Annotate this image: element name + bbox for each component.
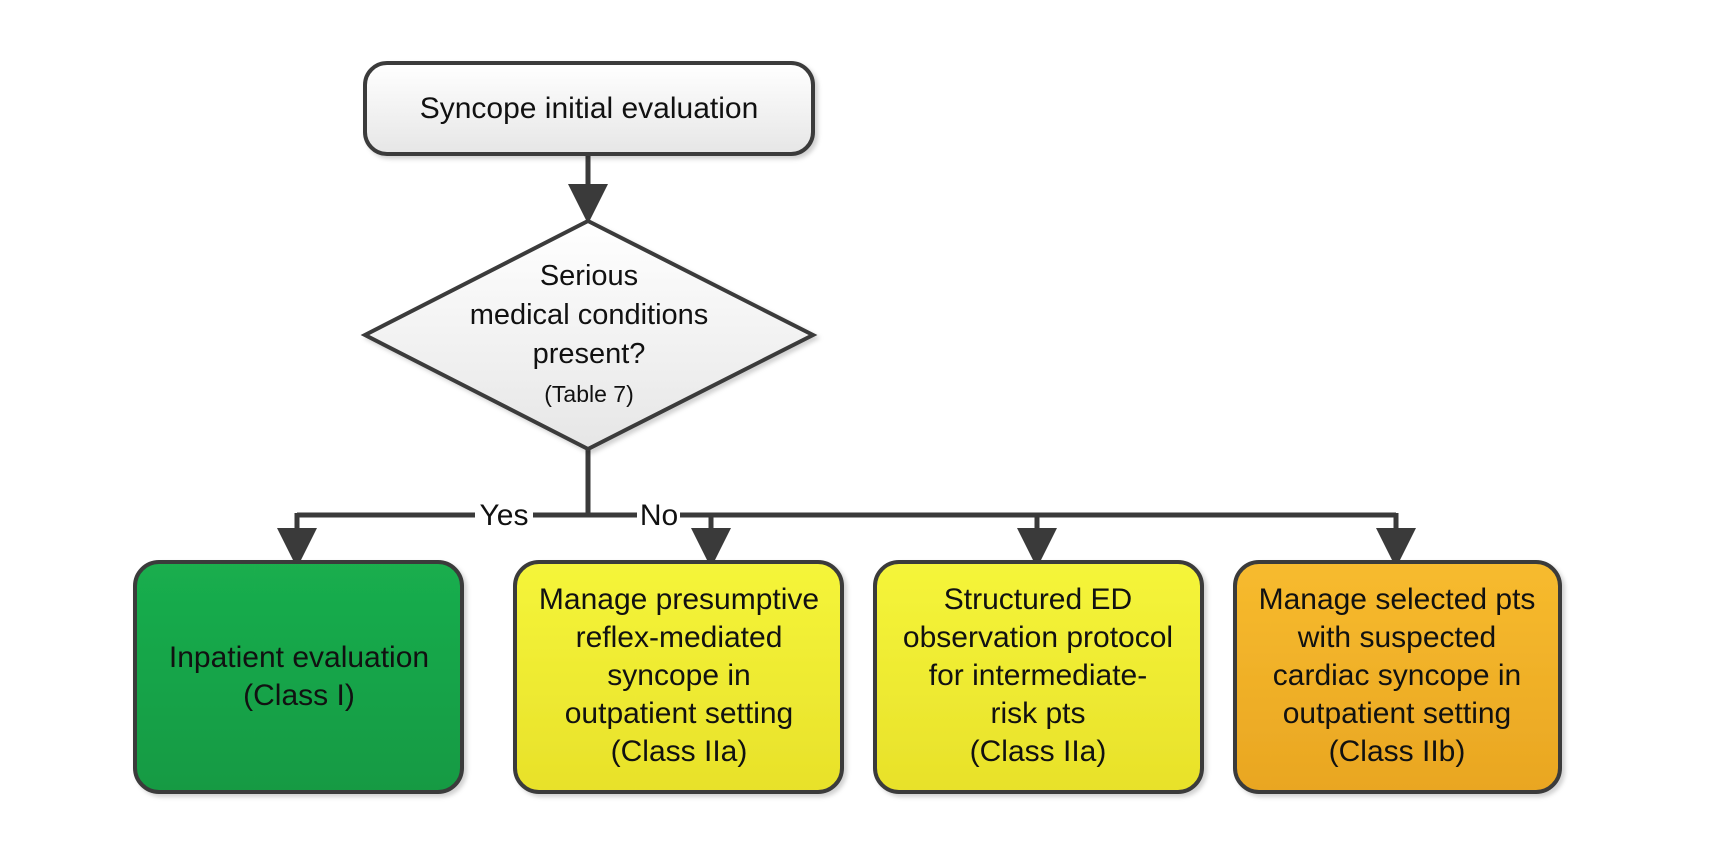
structured-box [873, 560, 1204, 794]
start-label: Syncope initial evaluation [420, 92, 759, 125]
cardiac-box [1233, 560, 1562, 794]
structured-line-3: for intermediate- [929, 659, 1147, 692]
no-label: No [640, 499, 678, 532]
cardiac-line-2: with suspected [1297, 621, 1496, 654]
decision-line-2: medical conditions [470, 299, 709, 331]
inpatient-node: Inpatient evaluation (Class I) [133, 560, 464, 794]
inpatient-box [133, 560, 464, 794]
structured-line-5: (Class IIa) [970, 735, 1107, 768]
start-node: Syncope initial evaluation [363, 61, 815, 156]
reflex-line-3: syncope in [607, 659, 750, 692]
decision-node: Serious medical conditions present? (Tab… [360, 218, 818, 452]
connectors [277, 154, 1416, 568]
reflex-line-4: outpatient setting [565, 697, 794, 730]
reflex-line-1: Manage presumptive [539, 583, 819, 616]
structured-line-2: observation protocol [903, 621, 1173, 654]
cardiac-line-3: cardiac syncope in [1273, 659, 1521, 692]
yes-label: Yes [480, 499, 529, 532]
decision-note: (Table 7) [544, 381, 633, 407]
reflex-line-2: reflex-mediated [576, 621, 783, 654]
inpatient-line-1: Inpatient evaluation [169, 641, 429, 674]
reflex-line-5: (Class IIa) [611, 735, 748, 768]
structured-line-1: Structured ED [944, 583, 1132, 616]
inpatient-line-2: (Class I) [243, 679, 355, 712]
cardiac-node: Manage selected pts with suspected cardi… [1233, 560, 1562, 794]
decision-line-3: present? [533, 338, 646, 370]
reflex-box [513, 560, 844, 794]
structured-node: Structured ED observation protocol for i… [873, 560, 1204, 794]
cardiac-line-4: outpatient setting [1283, 697, 1512, 730]
reflex-node: Manage presumptive reflex-mediated synco… [513, 560, 844, 794]
cardiac-line-5: (Class IIb) [1329, 735, 1466, 768]
start-box [363, 61, 815, 156]
structured-line-4: risk pts [990, 697, 1085, 730]
decision-line-1: Serious [540, 260, 638, 292]
decision-diamond [360, 218, 818, 452]
cardiac-line-1: Manage selected pts [1259, 583, 1536, 616]
